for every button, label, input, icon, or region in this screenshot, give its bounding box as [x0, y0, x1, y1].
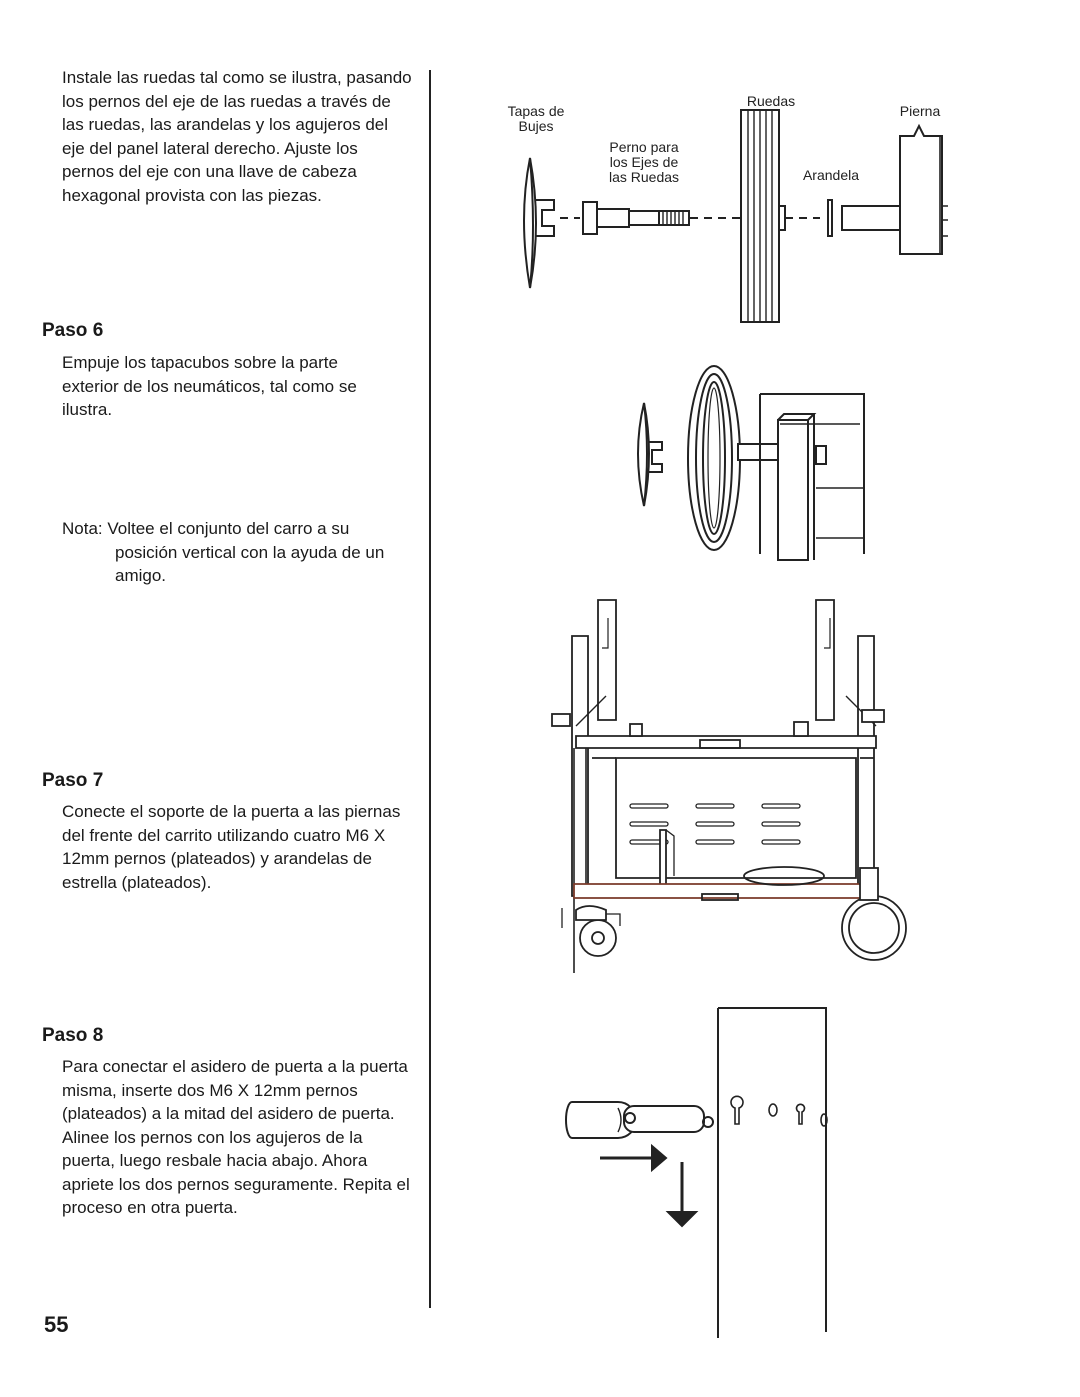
step8-text: Para conectar el asidero de puerta a la … [62, 1057, 410, 1217]
hubcap-figure [620, 358, 880, 563]
label-ruedas: Ruedas [746, 93, 796, 109]
label-tapas: Tapas de Bujes [507, 103, 565, 134]
note-label: Nota: [62, 519, 103, 538]
step7-heading: Paso 7 [42, 770, 104, 791]
page-number: 55 [44, 1312, 69, 1337]
step8-heading: Paso 8 [42, 1025, 104, 1046]
text-column: Instale las ruedas tal como se ilustra, … [0, 0, 430, 1397]
column-divider [429, 70, 431, 1308]
note-text: Voltee el conjunto del carro a su [107, 519, 350, 538]
label-pierna: Pierna [899, 103, 941, 119]
label-perno: Perno para los Ejes de las Ruedas [608, 139, 680, 185]
door-handle-figure [560, 1000, 860, 1340]
step6-text: Empuje los tapacubos sobre la parte exte… [62, 353, 357, 419]
wheel-exploded-figure: Tapas de Bujes Ruedas Pierna Perno para … [480, 88, 960, 338]
door-handle-drawing [565, 1007, 828, 1338]
wheel-exploded-drawing [523, 109, 948, 323]
hubcap-drawing [637, 365, 865, 561]
cart-frame-figure [540, 598, 920, 973]
step6-heading: Paso 6 [42, 320, 104, 341]
note-block: Nota: Voltee el conjunto del carro a su … [62, 517, 412, 588]
label-arandela: Arandela [802, 167, 860, 183]
cart-frame-drawing [551, 599, 907, 973]
intro-paragraph: Instale las ruedas tal como se ilustra, … [62, 68, 412, 205]
step7-text: Conecte el soporte de la puerta a las pi… [62, 802, 401, 892]
note-continuation: posición vertical con la ayuda de un ami… [115, 542, 385, 586]
